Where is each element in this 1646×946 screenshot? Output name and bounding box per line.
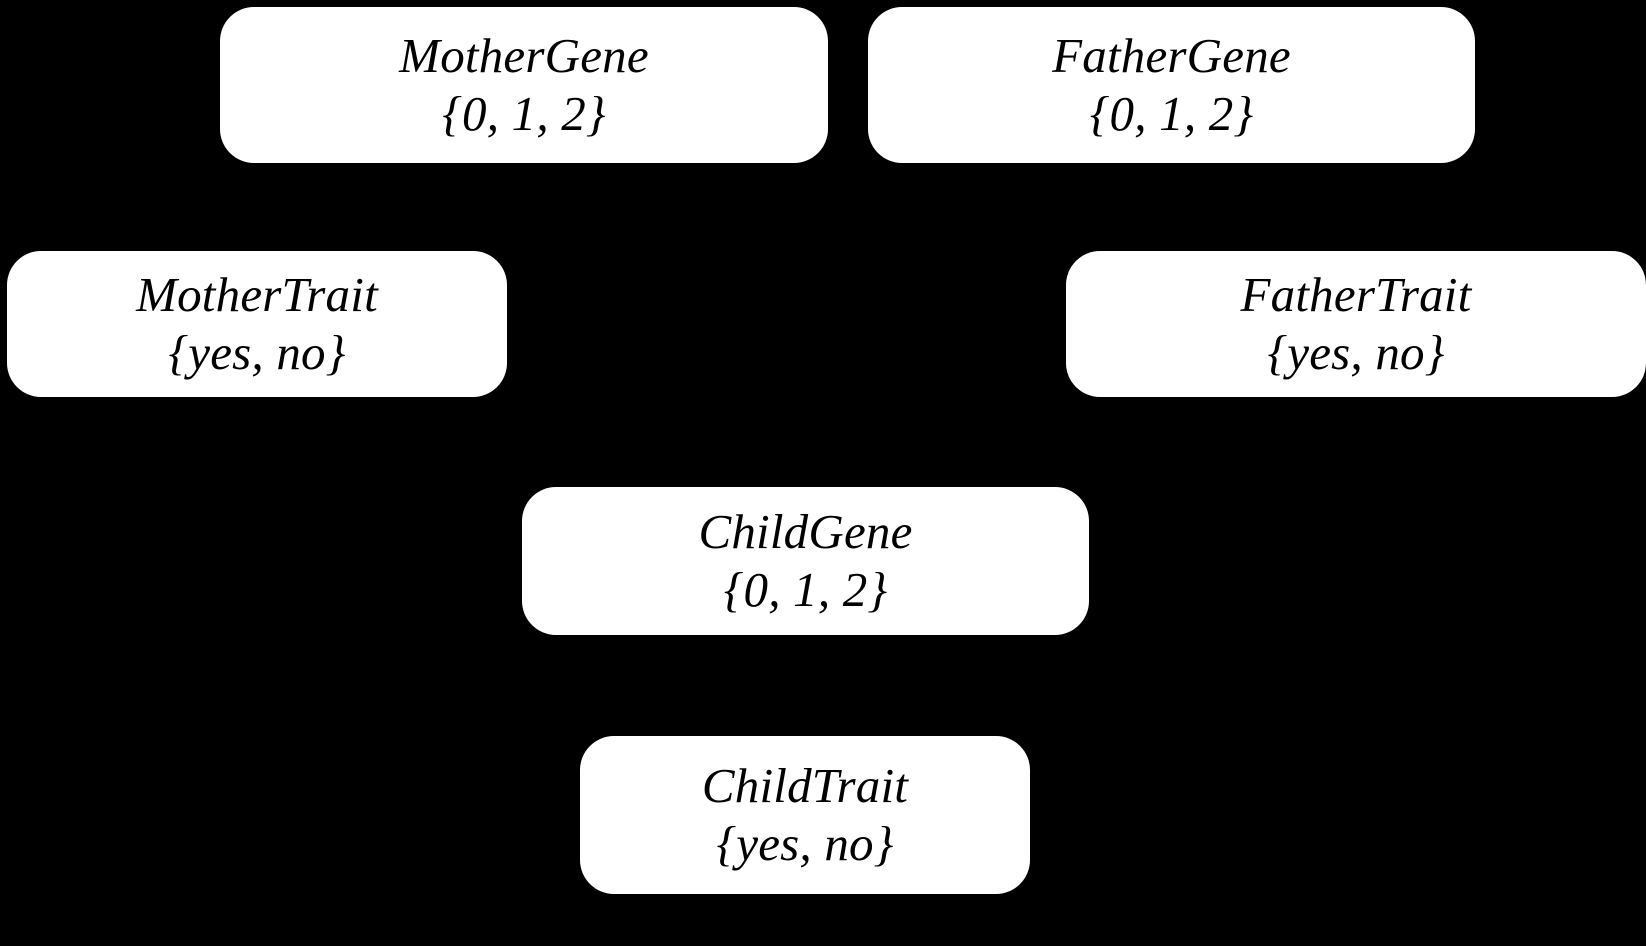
node-mother-gene-label: MotherGene [399, 28, 649, 84]
node-mother-trait-label: MotherTrait [136, 267, 378, 323]
node-mother-gene-domain: {0, 1, 2} [442, 86, 606, 141]
node-child-trait-label: ChildTrait [701, 758, 909, 814]
node-child-trait-domain: {yes, no} [716, 816, 894, 871]
node-child-gene[interactable]: ChildGene {0, 1, 2} [522, 487, 1089, 635]
node-father-trait-domain: {yes, no} [1267, 325, 1445, 380]
node-father-trait[interactable]: FatherTrait {yes, no} [1066, 251, 1646, 397]
node-child-trait[interactable]: ChildTrait {yes, no} [580, 736, 1030, 894]
edge-father-gene-to-child-gene [928, 162, 1052, 488]
node-mother-trait[interactable]: MotherTrait {yes, no} [7, 251, 507, 397]
node-child-gene-domain: {0, 1, 2} [723, 562, 888, 617]
edge-father-gene-to-father-trait [1298, 161, 1382, 253]
node-father-gene[interactable]: FatherGene {0, 1, 2} [868, 7, 1475, 163]
edge-mother-gene-to-mother-trait [228, 162, 302, 252]
node-father-trait-label: FatherTrait [1240, 267, 1472, 323]
node-mother-trait-domain: {yes, no} [168, 325, 346, 380]
edge-mother-gene-to-child-gene [598, 162, 702, 488]
node-mother-gene[interactable]: MotherGene {0, 1, 2} [220, 7, 828, 163]
node-father-gene-label: FatherGene [1052, 28, 1291, 84]
node-child-gene-label: ChildGene [698, 504, 913, 560]
node-father-gene-domain: {0, 1, 2} [1089, 86, 1254, 141]
